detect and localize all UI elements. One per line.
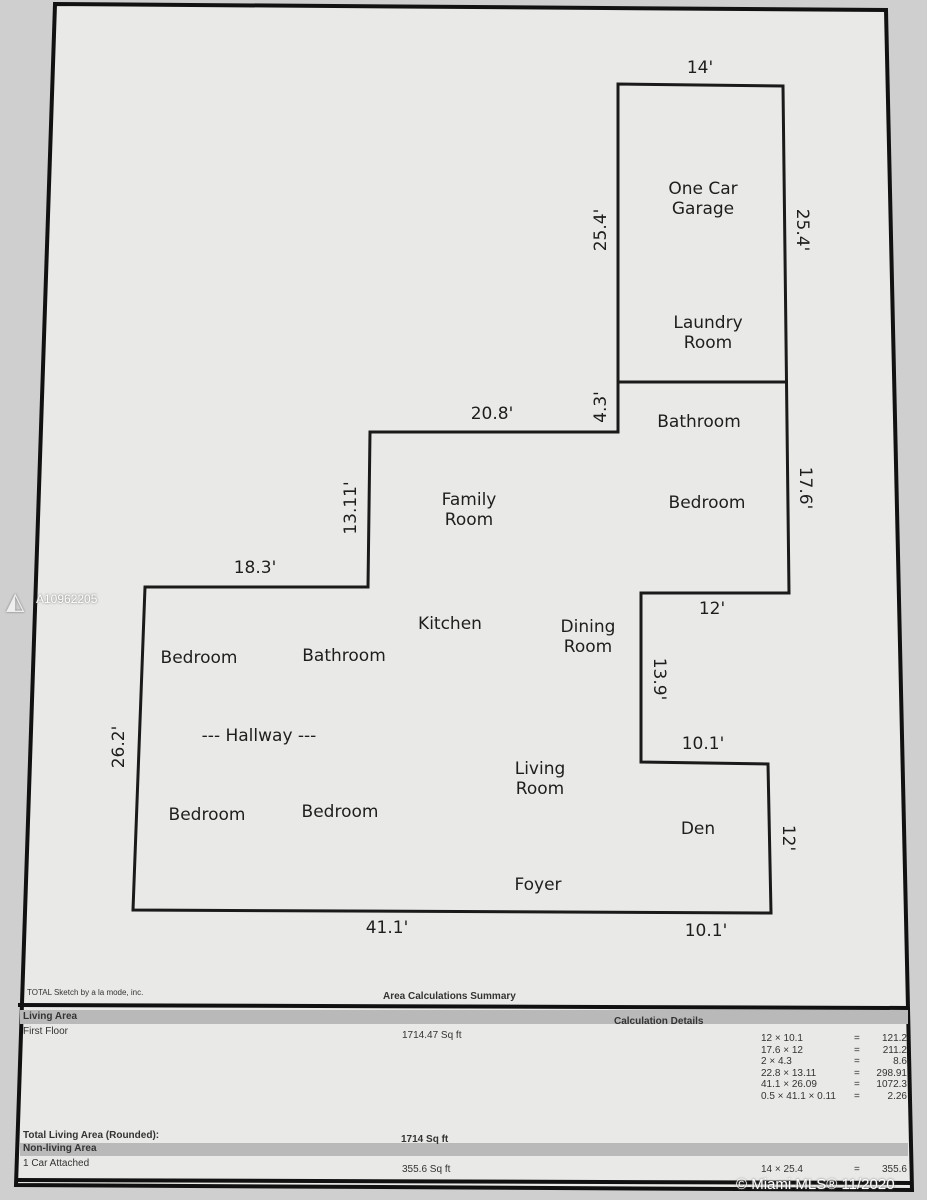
calc-eq: = <box>854 1090 860 1102</box>
calc-row: 22.8 × 13.11 = 298.91 <box>761 1068 909 1080</box>
living-area-header-bar <box>20 1010 908 1024</box>
calc-result: 121.2 <box>881 1033 907 1044</box>
calc-row: 0.5 × 41.1 × 0.11 = 2.26 <box>761 1091 909 1103</box>
calc-row: 12 × 10.1 = 121.2 <box>761 1033 909 1045</box>
calc-result: 355.6 <box>881 1164 907 1175</box>
calc-expr: 17.6 × 12 <box>761 1044 803 1056</box>
dim-east-right: 17.6' <box>795 466 815 510</box>
calc-result: 211.2 <box>882 1044 907 1056</box>
first-floor-label: First Floor <box>23 1026 68 1037</box>
room-bedroom-nw: Bedroom <box>160 648 238 668</box>
calc-expr: 2 × 4.3 <box>761 1056 792 1067</box>
room-bedroom-sw: Bedroom <box>168 805 246 825</box>
calc-result: 2.26 <box>887 1090 907 1102</box>
room-bathroom-east: Bathroom <box>657 412 741 432</box>
room-den: Den <box>680 819 716 839</box>
dim-family-left: 13.11' <box>341 481 361 535</box>
total-living-label: Total Living Area (Rounded): <box>23 1130 160 1141</box>
dim-den-right: 12' <box>778 824 798 852</box>
calc-expr: 0.5 × 41.1 × 0.11 <box>761 1090 836 1102</box>
first-floor-area: 1714.47 Sq ft <box>402 1030 462 1041</box>
calc-eq: = <box>854 1044 860 1056</box>
room-foyer: Foyer <box>514 875 562 895</box>
room-bedroom-s: Bedroom <box>301 802 379 822</box>
dim-notch-bottom: 10.1' <box>681 734 725 754</box>
calc-expr: 14 × 25.4 <box>761 1164 803 1175</box>
non-living-header: Non-living Area <box>23 1143 97 1154</box>
calc-result: 1072.3 <box>876 1079 907 1090</box>
dim-notch-left: 13.9' <box>649 657 669 701</box>
calc-eq: = <box>854 1056 860 1067</box>
mls-logo-icon: ◭ <box>6 588 25 615</box>
dim-garage-right: 25.4' <box>792 208 812 252</box>
garage-area-value: 355.6 Sq ft <box>402 1164 451 1175</box>
calc-eq: = <box>854 1067 860 1079</box>
room-bathroom-west: Bathroom <box>302 646 386 666</box>
paper-border <box>13 1 915 1193</box>
calc-row: 17.6 × 12 = 211.2 <box>761 1045 909 1057</box>
copyright-watermark: © Miami MLS® 11/2020 <box>736 1176 895 1193</box>
software-credit: TOTAL Sketch by a la mode, inc. <box>27 988 144 997</box>
calc-row: 41.1 × 26.09 = 1072.3 <box>761 1079 909 1091</box>
paper <box>16 4 912 1190</box>
summary-top-rule <box>17 1003 909 1010</box>
summary-bottom-rule <box>16 1178 911 1185</box>
calculation-list: 12 × 10.1 = 121.2 17.6 × 12 = 211.2 2 × 4.3 =… <box>761 1033 909 1102</box>
room-hallway: --- Hallway --- <box>201 726 317 746</box>
floor-plan-outline <box>131 82 791 915</box>
dim-west-top: 18.3' <box>233 558 277 578</box>
calc-expr: 41.1 × 26.09 <box>761 1079 817 1090</box>
calc-expr: 22.8 × 13.11 <box>761 1067 817 1079</box>
summary-title: Area Calculations Summary <box>383 991 516 1002</box>
dim-family-top: 20.8' <box>470 404 514 424</box>
dim-step-left: 4.3' <box>591 391 611 423</box>
calc-eq: = <box>854 1164 860 1175</box>
calc-result: 298.91 <box>876 1067 907 1079</box>
dim-bottom-den: 10.1' <box>684 921 728 941</box>
dim-garage-left: 25.4' <box>591 208 611 252</box>
calc-expr: 12 × 10.1 <box>761 1033 803 1044</box>
calc-details-header: Calculation Details <box>614 1016 704 1027</box>
total-living-value: 1714 Sq ft <box>401 1134 449 1145</box>
living-area-header: Living Area <box>23 1011 78 1022</box>
calc-result: 8.6 <box>893 1056 907 1067</box>
non-living-header-bar <box>20 1143 908 1156</box>
garage-calc-row: 14 × 25.4 = 355.6 <box>761 1164 909 1176</box>
calc-eq: = <box>854 1079 860 1090</box>
calc-eq: = <box>854 1033 860 1044</box>
dim-west-left: 26.2' <box>109 725 129 769</box>
room-kitchen: Kitchen <box>418 614 482 634</box>
room-bedroom-east: Bedroom <box>668 493 746 513</box>
listing-id-watermark: A10962205 <box>36 592 98 606</box>
dim-bottom-main: 41.1' <box>365 918 409 938</box>
garage-area-label: 1 Car Attached <box>23 1158 90 1169</box>
dim-garage-top: 14' <box>686 58 714 78</box>
dim-notch-top: 12' <box>698 599 726 619</box>
calc-row: 2 × 4.3 = 8.6 <box>761 1056 909 1068</box>
